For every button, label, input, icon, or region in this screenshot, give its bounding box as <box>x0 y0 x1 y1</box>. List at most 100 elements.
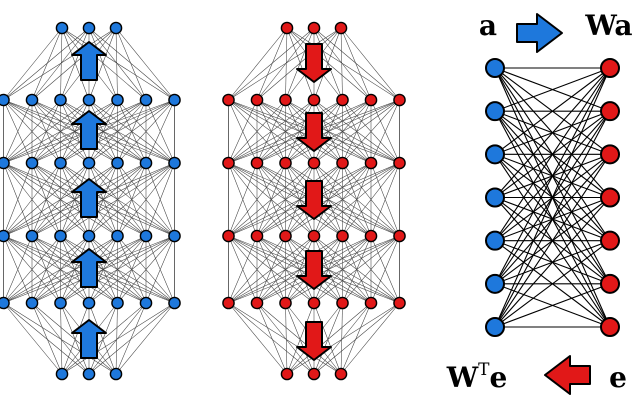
edge <box>61 302 90 375</box>
edge <box>31 99 175 164</box>
neuron-node <box>168 156 181 170</box>
weight-edge <box>494 197 611 328</box>
edge <box>286 27 400 101</box>
neuron-node <box>54 296 67 310</box>
edge <box>115 302 118 375</box>
edge <box>228 235 343 304</box>
edge <box>145 235 175 304</box>
input-vector-label: a <box>479 9 497 42</box>
edge <box>313 27 342 101</box>
edge <box>228 99 258 164</box>
edge <box>286 302 400 375</box>
right-arrow-icon <box>516 13 563 53</box>
edge <box>60 302 63 375</box>
output-node <box>600 273 620 294</box>
edge <box>60 302 90 375</box>
up-arrow-icon <box>71 41 107 81</box>
edge <box>313 99 400 164</box>
up-arrow-icon <box>71 319 107 359</box>
edge <box>88 302 117 375</box>
edge <box>31 27 63 101</box>
neuron-node <box>55 21 69 35</box>
neuron-node <box>25 93 39 107</box>
edge <box>61 302 175 375</box>
edge <box>228 162 372 237</box>
forward-product-label: Wa <box>584 9 632 42</box>
down-arrow-icon <box>296 250 332 290</box>
edge <box>256 27 342 101</box>
neuron-node <box>111 93 124 107</box>
neuron-node <box>336 93 349 107</box>
edge <box>228 235 258 304</box>
edge <box>342 235 400 304</box>
edge <box>3 162 118 237</box>
edge <box>61 27 90 101</box>
neuron-node <box>307 367 321 381</box>
neuron-node <box>109 367 123 381</box>
edge <box>117 235 175 304</box>
neuron-node <box>25 296 39 310</box>
neuron-node <box>222 296 235 310</box>
neuron-node <box>279 229 292 243</box>
edge <box>31 302 63 375</box>
edge <box>3 235 90 304</box>
edge <box>61 27 147 101</box>
neuron-node <box>168 93 181 107</box>
edge <box>60 27 63 101</box>
edge <box>228 302 342 375</box>
edge <box>340 27 343 101</box>
edge <box>115 27 147 101</box>
output-node <box>600 58 620 78</box>
neuron-node <box>111 229 124 243</box>
neuron-node <box>336 156 349 170</box>
edge <box>228 302 288 375</box>
connection-lines <box>228 27 400 375</box>
edge <box>370 162 400 237</box>
edge <box>61 27 175 101</box>
bipartite-weight-graph <box>485 58 620 337</box>
neuron-node <box>82 367 96 381</box>
neuron-node <box>82 21 96 35</box>
neuron-node <box>111 156 124 170</box>
weight-edge <box>494 67 611 112</box>
edge <box>228 99 286 164</box>
down-arrow-icon <box>296 43 332 83</box>
weight-edge <box>494 240 611 328</box>
edge <box>370 99 400 164</box>
edge <box>228 99 343 164</box>
backward-network <box>222 21 406 381</box>
output-node <box>600 101 620 122</box>
neuron-node <box>307 156 321 170</box>
weight-edge <box>494 67 611 285</box>
edge <box>3 27 117 101</box>
edge <box>115 27 175 101</box>
neuron-node <box>334 367 348 381</box>
edge <box>115 302 175 375</box>
edge <box>256 235 400 304</box>
neuron-node <box>280 21 294 35</box>
edge <box>3 162 61 237</box>
edge <box>88 27 117 101</box>
edge <box>313 27 343 101</box>
edge <box>145 99 175 164</box>
edge <box>145 162 175 237</box>
neuron-node <box>393 93 406 107</box>
edge <box>88 27 175 101</box>
edge <box>3 99 90 164</box>
neuron-node <box>82 296 96 310</box>
edge <box>286 27 372 101</box>
edge <box>117 99 175 164</box>
neuron-node <box>0 296 10 310</box>
edge <box>88 27 118 101</box>
error-vector-label: e <box>609 361 627 394</box>
edge <box>3 235 118 304</box>
edge <box>228 99 315 164</box>
edge <box>228 162 315 237</box>
edge <box>370 235 400 304</box>
edge <box>88 235 175 304</box>
edge <box>340 302 343 375</box>
neuron-node <box>54 93 67 107</box>
edge <box>117 162 175 237</box>
edge <box>31 302 90 375</box>
edge <box>88 27 147 101</box>
